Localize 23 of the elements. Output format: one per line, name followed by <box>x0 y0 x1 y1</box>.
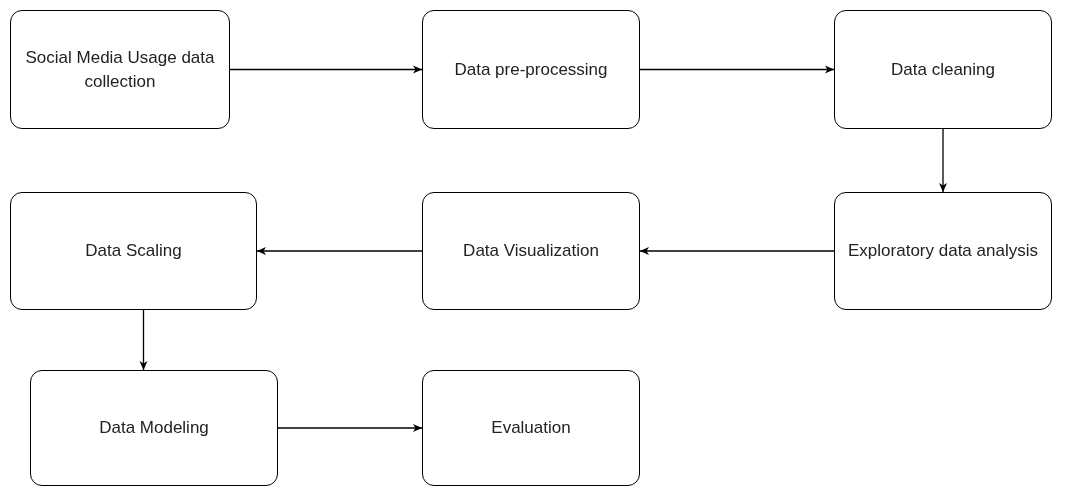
process-box <box>422 10 640 129</box>
step-label: Data Visualization <box>463 240 599 262</box>
arrow <box>639 247 835 255</box>
arrow <box>229 65 423 74</box>
process-box <box>10 10 230 129</box>
process-box <box>834 10 1052 129</box>
process-box <box>30 370 278 486</box>
process-box <box>834 192 1052 310</box>
step-label: Social Media Usage data collection <box>24 46 216 93</box>
step-label: Data cleaning <box>891 58 995 81</box>
process-box <box>422 192 640 310</box>
step-label: Data Scaling <box>85 240 182 262</box>
process-box <box>10 192 257 310</box>
step-label: Data Modeling <box>99 417 209 439</box>
process-box <box>422 370 640 486</box>
arrow <box>939 128 947 193</box>
step-label: Exploratory data analysis <box>848 240 1038 262</box>
arrow <box>256 247 423 255</box>
step-label: Evaluation <box>491 417 571 439</box>
arrow <box>139 309 148 371</box>
step-label: Data pre-processing <box>454 58 608 81</box>
arrow <box>639 65 835 74</box>
arrow <box>277 424 423 432</box>
